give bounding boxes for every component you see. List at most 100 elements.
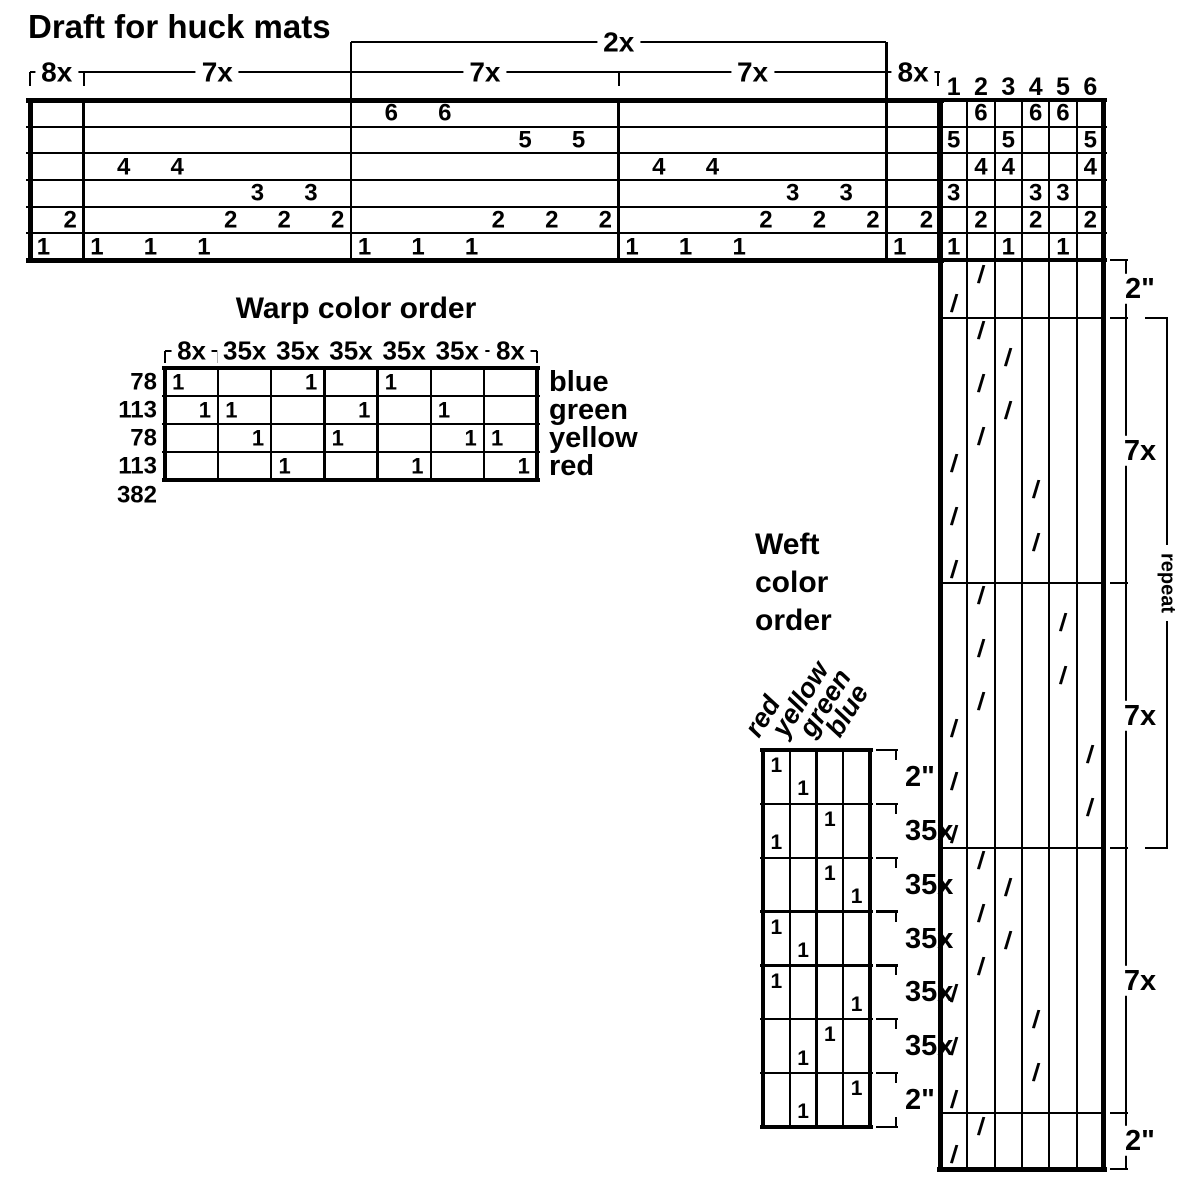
treadling-mark: / — [976, 846, 986, 876]
weft-grid-line — [760, 910, 873, 913]
tieup-grid-line — [937, 257, 1107, 263]
tieup-grid-line — [937, 125, 1107, 128]
warp-grand-total: 382 — [116, 481, 157, 509]
warp-mark: 1 — [278, 453, 291, 479]
warp-mark: 1 — [517, 453, 530, 479]
treadling-bracket-tick — [1110, 1111, 1128, 1115]
treadling-block-divider — [938, 1111, 1106, 1115]
weft-title-line: order — [755, 604, 832, 637]
weft-grid-line — [760, 802, 873, 805]
weft-grid-line — [760, 1124, 873, 1130]
tieup-treadling-grid-line — [1101, 97, 1107, 1172]
treadling-mark: / — [948, 289, 959, 318]
weft-grid-line — [867, 747, 873, 1130]
warp-mark: 1 — [384, 369, 397, 395]
warp-color-label: red — [549, 449, 595, 482]
warp-bracket-tick — [535, 351, 539, 363]
treadling-mark: / — [976, 316, 986, 346]
tieup-treadling-grid-line — [937, 97, 943, 1172]
weft-mark: 1 — [770, 915, 783, 939]
weft-mark: 1 — [770, 831, 783, 855]
threading-mark: 4 — [116, 153, 131, 181]
threading-mark: 2 — [812, 206, 827, 234]
treadling-mark: / — [976, 952, 986, 982]
threading-mark: 1 — [732, 233, 746, 261]
threading-mark: 2 — [598, 206, 613, 234]
warp-row-total: 78 — [130, 424, 157, 452]
threading-bracket-tick — [617, 72, 621, 86]
tieup-mark: 2 — [974, 206, 988, 234]
threading-bracket-label: 7x — [730, 57, 775, 87]
threading-2x-bracket-end — [349, 42, 353, 100]
weft-bracket-tick — [876, 1018, 898, 1021]
warp-grid-line — [217, 365, 220, 483]
weft-bracket-label: 35x — [905, 976, 954, 1009]
weft-grid-line — [760, 747, 766, 1130]
warp-grid-line — [270, 365, 273, 483]
tieup-treadling-grid-line — [1020, 97, 1024, 1172]
tieup-mark: 6 — [1056, 99, 1070, 127]
warp-bracket-label: 35x — [376, 337, 432, 365]
threading-grid-line — [349, 97, 353, 263]
treadle-header: 5 — [1056, 72, 1070, 101]
weft-grid-line — [760, 747, 873, 753]
threading-mark: 1 — [197, 233, 211, 261]
treadling-bracket-label: 2" — [1119, 1125, 1161, 1156]
treadling-mark: / — [948, 555, 959, 584]
weft-bracket-stub — [894, 750, 898, 760]
weft-bracket-stub — [894, 911, 898, 922]
warp-mark: 1 — [437, 397, 451, 423]
warp-mark: 1 — [491, 425, 504, 451]
warp-color-order-title: Warp color order — [235, 292, 477, 325]
weft-mark: 1 — [797, 938, 809, 962]
treadling-mark: / — [1085, 740, 1096, 770]
tieup-grid-line — [937, 97, 1107, 103]
weft-mark: 1 — [824, 1023, 836, 1047]
weft-bracket-stub — [894, 1073, 898, 1084]
threading-mark: 2 — [545, 206, 559, 234]
weft-bracket-stub — [894, 1019, 898, 1030]
warp-mark: 1 — [358, 397, 371, 423]
weft-bracket-label: 2" — [905, 1083, 935, 1116]
threading-mark: 5 — [518, 126, 532, 154]
repeat-bracket-tick — [1145, 846, 1169, 850]
warp-grid-line — [162, 422, 540, 426]
tieup-grid-line — [937, 152, 1107, 155]
treadling-mark: / — [948, 1140, 959, 1170]
treadling-bracket-label: 7x — [1117, 435, 1163, 466]
treadling-mark: / — [1003, 873, 1014, 902]
tieup-grid-line — [937, 232, 1107, 235]
tieup-mark: 2 — [1083, 206, 1097, 234]
treadle-header: 3 — [1001, 72, 1016, 101]
treadling-block-divider — [938, 581, 1106, 585]
treadling-bracket-tick — [1110, 1167, 1128, 1171]
threading-bracket-tick — [936, 72, 940, 86]
treadling-mark: / — [976, 687, 986, 717]
treadling-bracket-tick — [1110, 258, 1128, 262]
weft-grid-line — [760, 1018, 873, 1021]
threading-grid-line — [26, 125, 944, 128]
weft-mark: 1 — [824, 807, 836, 831]
weft-bracket-tick — [876, 748, 898, 752]
treadling-grid-bottom — [937, 1166, 1107, 1172]
tieup-treadling-grid-line — [993, 97, 996, 1172]
threading-mark: 1 — [678, 233, 693, 261]
warp-color-label: yellow — [549, 421, 638, 454]
weft-mark: 1 — [824, 861, 836, 885]
tieup-mark: 2 — [1028, 206, 1043, 234]
threading-mark: 3 — [839, 179, 853, 207]
warp-grid-line — [534, 365, 540, 483]
treadling-block-divider — [938, 316, 1106, 320]
weft-bracket-tick — [876, 910, 898, 913]
warp-mark: 1 — [464, 425, 477, 451]
weft-mark: 1 — [770, 754, 783, 778]
treadling-mark: / — [1085, 793, 1096, 823]
warp-grid-line — [429, 365, 432, 483]
treadling-mark: / — [976, 899, 986, 929]
threading-grid-line — [26, 178, 944, 182]
warp-grid-line — [482, 365, 485, 483]
threading-mark: 2 — [919, 206, 934, 234]
treadle-header: 1 — [946, 72, 961, 101]
warp-row-total: 113 — [118, 452, 157, 480]
